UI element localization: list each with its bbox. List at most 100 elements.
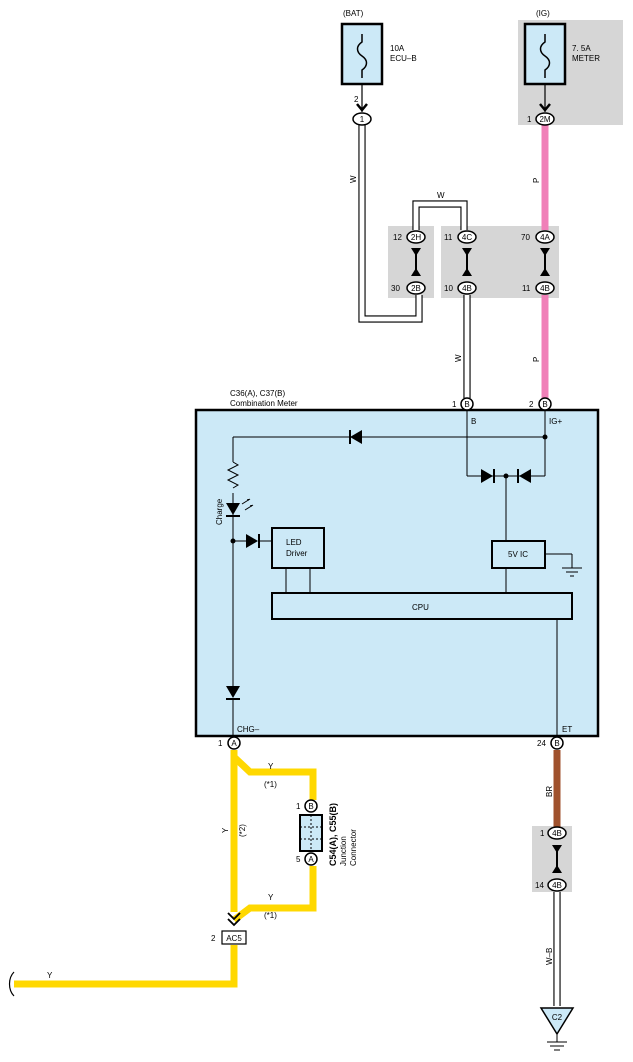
svg-text:12: 12 [393,233,402,242]
svg-text:LED: LED [286,538,302,547]
svg-text:1: 1 [296,802,301,811]
led-driver-block: LED Driver [271,527,325,569]
fuse-ecu-b-amp: 10A [390,44,405,53]
svg-text:B: B [308,802,313,811]
svg-text:2B: 2B [411,284,421,293]
terminal-et: ET [562,725,572,734]
terminal-chg: CHG– [237,725,260,734]
connector-2h: 2H 12 [393,230,426,244]
svg-text:14: 14 [535,881,544,890]
svg-text:4A: 4A [540,233,550,242]
svg-text:5: 5 [296,855,301,864]
fuse-ecu-b-name: ECU–B [390,54,417,63]
terminal-ig: IG+ [549,417,562,426]
wire-label-y-4: Y [47,971,53,980]
note-1b: (*1) [264,911,277,920]
svg-text:B: B [542,400,547,409]
connector-2b: 2B 30 [391,281,426,295]
svg-text:1: 1 [218,739,223,748]
fuse-meter-name: METER [572,54,600,63]
combination-meter-box [194,408,600,738]
meter-connector-b24: B 24 [537,736,564,750]
svg-text:4C: 4C [462,233,472,242]
svg-text:1: 1 [452,400,457,409]
note-2: (*2) [238,824,247,837]
wire-label-y-3: Y [221,827,230,833]
svg-text:2: 2 [529,400,534,409]
svg-text:11: 11 [522,284,531,293]
wire-label-br: BR [545,786,554,797]
wire-label-w-3: W [454,354,463,362]
svg-text:A: A [231,739,237,748]
meter-connector-b1: B 1 [452,397,474,411]
charge-led-icon [226,498,254,517]
connector-4b-lower-top: 4B 1 [540,826,567,840]
wire-white [358,84,561,1006]
note-1a: (*1) [264,780,277,789]
meter-connector-b2: B 2 [529,397,552,411]
svg-text:4B: 4B [552,829,562,838]
wire-label-p-2: P [532,357,541,362]
wire-white-fill [359,125,560,1006]
meter-internal-circuit [226,410,573,736]
wire-label-wb: W–B [545,948,554,965]
junction-pin-a: A 5 [296,852,318,866]
svg-text:1: 1 [540,829,545,838]
meter-code: C36(A), C37(B) [230,389,285,398]
ground-icon-internal [562,567,582,577]
svg-text:A: A [308,855,314,864]
cpu-block: CPU [271,592,573,620]
wire-label-w-1: W [349,175,358,183]
connector-4b-upper-right: 4B 11 [522,281,555,295]
meter-diodes [226,430,548,700]
wire-yellow [14,750,317,988]
fuse-ecu-b [340,22,384,86]
wire-label-y-2: Y [268,893,274,902]
fuse-meter-amp: 7. 5A [572,44,591,53]
wire-label-y-1: Y [268,762,274,771]
meter-name: Combination Meter [230,399,298,408]
svg-text:Driver: Driver [286,549,308,558]
svg-text:30: 30 [391,284,400,293]
ground-icon-c2: C2 [539,1007,575,1051]
connector-4b-lower-bottom: 4B 14 [535,878,567,892]
svg-text:2M: 2M [539,115,550,124]
svg-text:2: 2 [354,95,359,104]
svg-text:B: B [554,739,559,748]
ic-5v-block: 5V IC [491,540,546,569]
wire-label-w-2: W [437,191,445,200]
connector-4a: 4A 70 [521,230,555,244]
svg-text:B: B [464,400,469,409]
svg-text:24: 24 [537,739,546,748]
connector-1-bat: 1 2 [352,95,372,126]
svg-text:AC5: AC5 [226,934,242,943]
svg-text:2: 2 [211,934,216,943]
connector-ac5: AC5 2 [211,912,247,945]
junction-connector [299,814,323,852]
junction-arrows [411,248,562,873]
svg-text:1: 1 [360,115,365,124]
svg-text:Connector: Connector [349,829,358,866]
svg-text:10: 10 [444,284,453,293]
svg-text:5V IC: 5V IC [508,550,528,559]
source-ig: (IG) [536,9,550,18]
junction-labels: C54(A), C55(B) Junction Connector [328,803,358,866]
svg-text:C2: C2 [552,1013,563,1022]
svg-text:C54(A), C55(B): C54(A), C55(B) [328,803,338,866]
svg-text:4B: 4B [540,284,550,293]
connector-2m: 2M 1 [527,103,555,126]
svg-text:1: 1 [527,115,532,124]
charge-lamp-label: Charge [215,498,224,525]
connector-4b-upper-left: 4B 10 [444,281,477,295]
svg-text:4B: 4B [462,284,472,293]
svg-text:2H: 2H [411,233,421,242]
svg-text:4B: 4B [552,881,562,890]
svg-text:CPU: CPU [412,603,429,612]
junction-pin-b: B 1 [296,799,318,813]
connector-4c: 4C 11 [444,230,477,244]
terminal-b: B [471,417,476,426]
wire-label-p-1: P [532,178,541,183]
meter-connector-a1: A 1 [218,736,241,750]
fuse-meter [523,22,567,86]
